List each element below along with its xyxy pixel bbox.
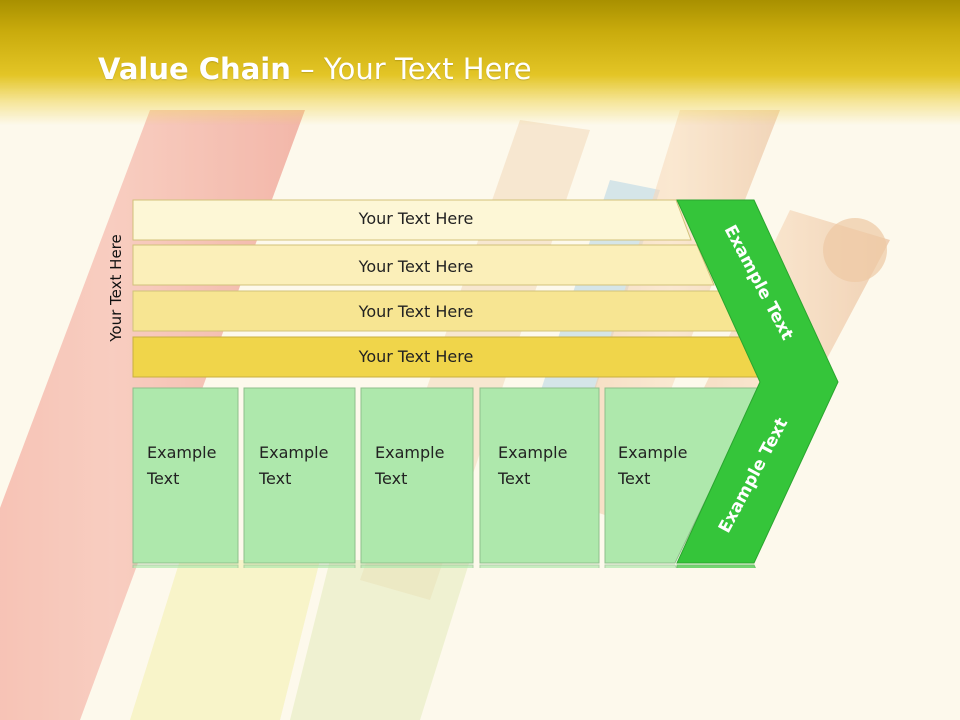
example-box-5-line2: Text [617,469,650,488]
reflection-box-2 [243,564,356,720]
example-box-5 [604,387,761,564]
reflection-box-4 [479,564,600,720]
reflection-box-1 [132,564,239,720]
example-box-4-line1: Example [498,443,567,462]
example-box-row: Example Text Example Text Example Text E… [132,387,761,564]
bar-2-label: Your Text Here [358,257,474,276]
bar-1-label: Your Text Here [358,209,474,228]
reflection-box-1-line1: Example [147,666,216,685]
reflection-box-3-line1: Example [375,666,444,685]
bar-stack: Your Text Here Your Text Here Your Text … [132,199,763,378]
bar-4-label: Your Text Here [358,347,474,366]
bar-3-label: Your Text Here [358,302,474,321]
example-box-1-line1: Example [147,443,216,462]
reflection-box-5-line1: Example [618,666,687,685]
bar-1 [132,199,692,241]
example-box-1 [132,387,239,564]
title-main: Value Chain [98,52,291,86]
example-box-5-line1: Example [618,443,687,462]
example-box-3-line1: Example [375,443,444,462]
title-banner [0,0,960,125]
slide-title: Value Chain – Your Text Here [98,52,532,86]
bar-2 [132,244,715,286]
reflection-box-3 [360,564,474,720]
chevron-arrow [676,199,839,564]
reflection-box-3-line2: Text [374,640,407,659]
reflection-box-5-line2: Text [617,640,650,659]
reflection-box-4-line2: Text [497,640,530,659]
example-box-4-line2: Text [497,469,530,488]
reflection-box-2-line2: Text [258,640,291,659]
title-rest: Your Text Here [323,52,532,86]
reflection-box-4-line1: Example [498,666,567,685]
example-box-2-line1: Example [259,443,328,462]
example-box-1-line2: Text [146,469,179,488]
example-box-3-line2: Text [374,469,407,488]
reflection-chevron [676,564,827,720]
side-label: Your Text Here [107,234,125,342]
diagram-reflection: Example Text Example Text Example Text E… [132,564,827,720]
reflection-box-2-line1: Example [259,666,328,685]
example-box-3 [360,387,474,564]
example-box-2 [243,387,356,564]
title-separator: – [290,52,324,86]
example-box-4 [479,387,600,564]
example-box-2-line2: Text [258,469,291,488]
reflection-box-1-line2: Text [146,640,179,659]
